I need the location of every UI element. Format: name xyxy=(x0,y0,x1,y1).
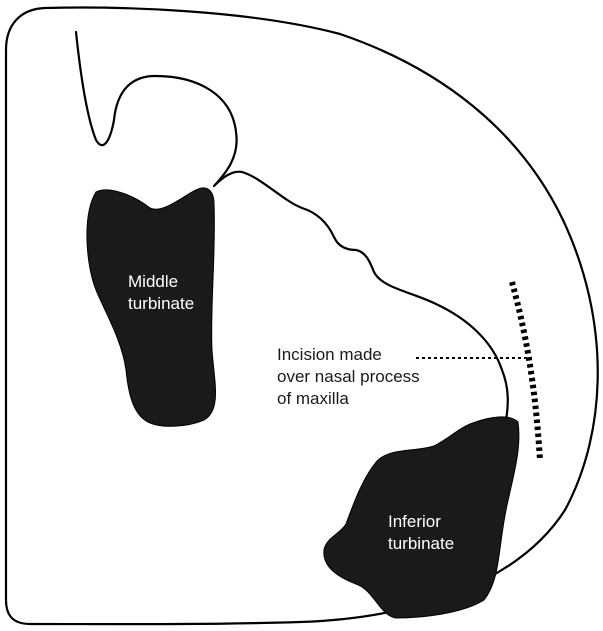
incision-label: Incision made over nasal process of maxi… xyxy=(277,345,424,408)
outer-boundary xyxy=(6,8,598,625)
